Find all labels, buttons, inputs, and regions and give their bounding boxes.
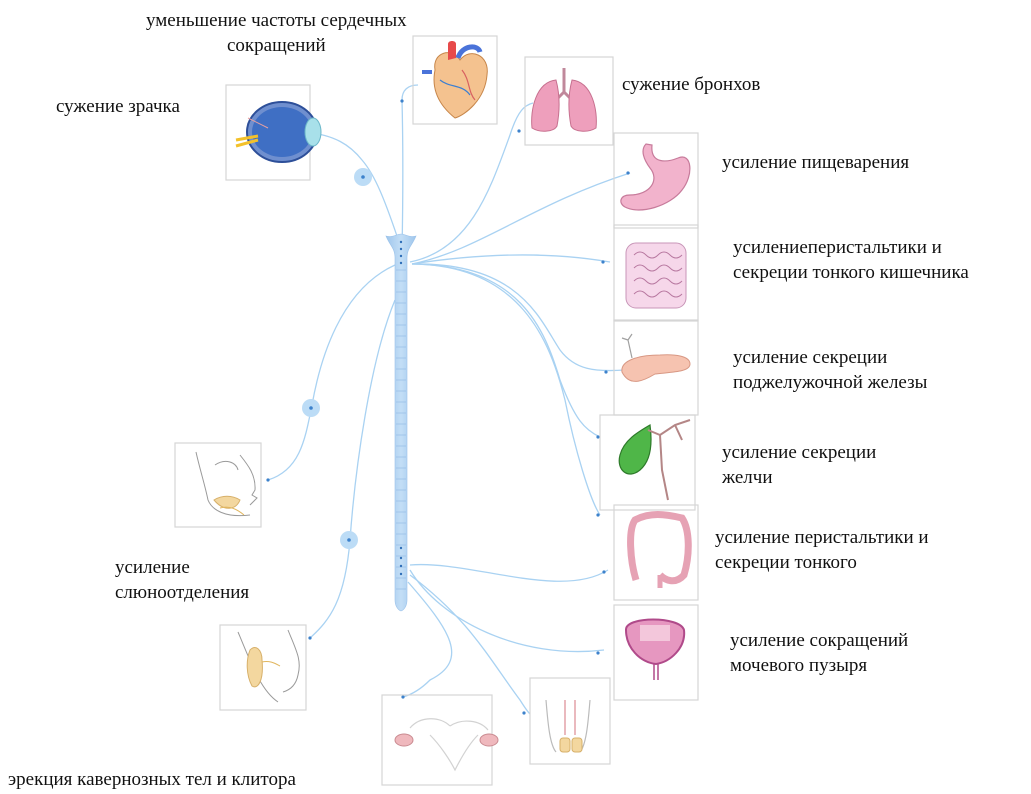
- bladder-icon: [626, 620, 684, 681]
- nerve-eye: [305, 132, 400, 245]
- nerve-female: [403, 582, 452, 697]
- nerve-heart: [402, 85, 418, 252]
- uterus-ovaries-icon: [395, 719, 498, 770]
- label-pupil: сужение зрачка: [56, 94, 180, 119]
- salivary-gland-face-icon: [196, 452, 257, 516]
- nerve-lungs: [410, 103, 533, 262]
- nerve-gallbladder: [412, 264, 600, 437]
- colon-icon: [631, 515, 689, 589]
- gallbladder-icon: [619, 420, 690, 500]
- nerve-stomach: [412, 173, 630, 264]
- nerve-bladder: [410, 570, 604, 652]
- label-digestion: усиление пищеварения: [722, 150, 909, 175]
- nerve-saliva-lower: [310, 300, 395, 638]
- ganglia: [266, 99, 629, 714]
- nerve-branches: [268, 85, 630, 714]
- male-genitals-icon: [546, 700, 590, 752]
- pancreas-icon: [622, 334, 690, 381]
- nerve-colon: [412, 264, 600, 515]
- parotid-gland-face-icon: [238, 630, 299, 702]
- label-bronchi: сужение бронхов: [622, 72, 760, 97]
- nerve-colon-lower: [410, 565, 608, 582]
- lungs-icon: [532, 68, 597, 131]
- nerve-pancreas: [412, 264, 625, 371]
- spinal-cord: [386, 234, 416, 611]
- heart-icon: [422, 41, 487, 118]
- nerve-male: [410, 575, 530, 714]
- stomach-icon: [621, 144, 690, 210]
- nerve-saliva-upper: [268, 265, 395, 480]
- eye-icon: [236, 102, 321, 162]
- label-erection: эрекция кавернозных тел и клитора: [8, 767, 296, 792]
- small-intestine-icon: [626, 243, 686, 308]
